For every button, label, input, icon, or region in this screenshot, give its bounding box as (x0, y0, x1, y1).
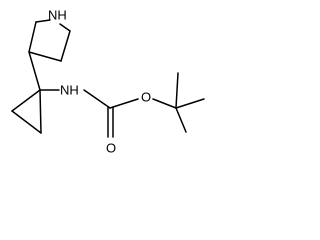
bond-c3-c4 (60, 30, 71, 62)
azetidine-ring (28, 19, 71, 62)
bond-c2-c3 (28, 51, 62, 62)
ether-oxygen-label: O (141, 90, 151, 105)
boc-carbamate (39, 72, 205, 138)
bond-nh-carbonyl (83, 89, 111, 109)
bond-c4-n (59, 23, 71, 32)
bond-cp-3 (39, 89, 42, 134)
carbonyl-oxygen-label: O (106, 141, 116, 156)
bond-c1-c2 (28, 21, 37, 53)
bond-cp-1 (11, 89, 41, 112)
bond-c2-quaternary (28, 51, 41, 91)
bond-ctert-methyl-right (175, 98, 205, 109)
azetidine-nh-label: NH (48, 8, 67, 23)
cyclopropane-ring (11, 89, 42, 134)
chemical-structure: NH NH O O (11, 8, 205, 156)
bond-ctert-methyl-down (175, 107, 187, 133)
carbamate-nh-label: NH (60, 83, 79, 98)
bond-ctert-methyl-up (175, 72, 179, 109)
bond-n-c1 (35, 19, 51, 23)
bond-carbonyl-oether (109, 98, 139, 109)
bond-cp-2 (11, 110, 42, 134)
bond-oether-ctert (152, 98, 177, 109)
